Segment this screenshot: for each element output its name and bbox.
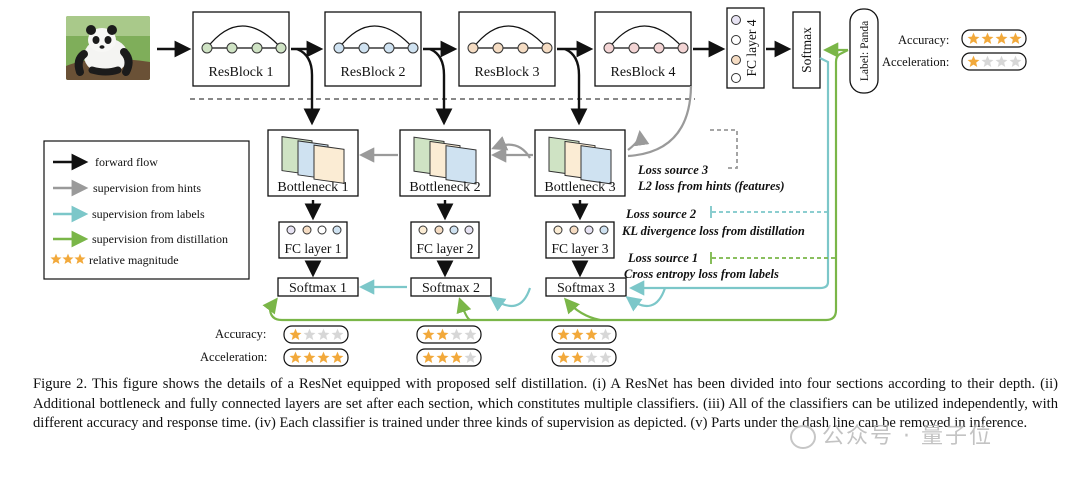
fc-layer-4-label: FC layer 4	[744, 19, 759, 76]
resblock-1: ResBlock 1	[192, 11, 290, 87]
classifier2-accuracy-rating	[416, 325, 482, 344]
distillation-to-s3	[563, 297, 601, 322]
loss3-dashed-bracket	[710, 129, 738, 169]
softmax-top-label: Softmax	[799, 27, 814, 73]
top-accuracy-label: Accuracy:	[898, 33, 949, 47]
rating-pill	[283, 325, 349, 344]
label-supervision-main	[628, 57, 830, 296]
resblock-2: ResBlock 2	[324, 11, 422, 87]
loss1-desc: Cross entropy loss from labels	[624, 267, 779, 281]
label-panda: Label: Panda	[849, 8, 879, 94]
loss3-desc: L2 loss from hints (features)	[637, 179, 785, 193]
panda-image	[66, 16, 150, 80]
loss2-desc: KL divergence loss from distillation	[621, 224, 805, 238]
top-accuracy-rating	[961, 29, 1027, 48]
rating-pill	[551, 348, 617, 367]
legend-hints-text: supervision from hints	[93, 181, 201, 195]
bottleneck-3-label: Bottleneck 3	[544, 180, 615, 195]
softmax-3-label: Softmax 3	[557, 281, 615, 296]
hint-arrow-rb4	[627, 85, 693, 158]
figure-caption: Figure 2. This figure shows the details …	[33, 376, 1058, 432]
rating-pill	[416, 325, 482, 344]
legend: forward flow supervision from hints supe…	[43, 140, 250, 280]
classifier3-accuracy-rating	[551, 325, 617, 344]
distillation-to-s2	[456, 297, 472, 321]
resblock-4-label: ResBlock 4	[611, 65, 676, 80]
bottleneck-1-label: Bottleneck 1	[277, 180, 348, 195]
top-acceleration-label: Acceleration:	[882, 55, 949, 69]
label-supervision-loop-s3	[625, 287, 667, 312]
loss1-title: Loss source 1	[627, 251, 698, 265]
rating-pill	[961, 52, 1027, 71]
rating-pill	[961, 29, 1027, 48]
arrow-down-to-bottleneck1	[296, 47, 321, 126]
legend-distillation-text: supervision from distillation	[92, 232, 228, 246]
rating-pill	[416, 348, 482, 367]
loss3-title: Loss source 3	[637, 163, 708, 177]
bottleneck-2: Bottleneck 2	[399, 129, 491, 197]
classifier3-acceleration-rating	[551, 348, 617, 367]
bottleneck-3: Bottleneck 3	[534, 129, 626, 197]
rating-pill	[551, 325, 617, 344]
fc-layer-2-label: FC layer 2	[417, 241, 474, 256]
fc-layer-1: FC layer 1	[278, 221, 348, 259]
fc-layer-2: FC layer 2	[410, 221, 480, 259]
bottleneck-2-label: Bottleneck 2	[409, 180, 480, 195]
classifier1-acceleration-rating	[283, 348, 349, 367]
top-acceleration-rating	[961, 52, 1027, 71]
bottom-acceleration-label: Acceleration:	[200, 350, 267, 364]
resblock-2-label: ResBlock 2	[341, 65, 406, 80]
rating-pill	[283, 348, 349, 367]
arrow-down-to-bottleneck3	[564, 47, 588, 126]
resblock-3: ResBlock 3	[458, 11, 556, 87]
softmax-3: Softmax 3	[545, 277, 627, 297]
bottom-accuracy-label: Accuracy:	[215, 327, 266, 341]
legend-labels-text: supervision from labels	[92, 207, 205, 221]
softmax-2-label: Softmax 2	[422, 281, 480, 296]
classifier1-accuracy-rating	[283, 325, 349, 344]
watermark-text: 公众号 · 量子位	[822, 424, 993, 449]
fc-layer-3: FC layer 3	[545, 221, 615, 259]
watermark: 公众号 · 量子位	[790, 418, 993, 450]
arrow-down-to-bottleneck2	[429, 47, 453, 126]
legend-forward-text: forward flow	[95, 155, 158, 169]
softmax-1-label: Softmax 1	[289, 281, 347, 296]
hint-arrow-b2-loop	[491, 136, 531, 159]
softmax-2: Softmax 2	[410, 277, 492, 297]
resblock-3-label: ResBlock 3	[475, 65, 540, 80]
bottleneck-1: Bottleneck 1	[267, 129, 359, 197]
softmax-top: Softmax	[792, 11, 821, 89]
wechat-icon	[790, 425, 816, 449]
legend-magnitude-text: relative magnitude	[89, 253, 179, 267]
fc-layer-1-label: FC layer 1	[285, 241, 342, 256]
resblock-1-label: ResBlock 1	[209, 65, 274, 80]
classifier2-acceleration-rating	[416, 348, 482, 367]
hint-arrow-b3-loop	[627, 129, 650, 151]
fc-layer-4: FC layer 4	[726, 7, 765, 89]
softmax-1: Softmax 1	[277, 277, 359, 297]
label-supervision-loop-s2	[489, 287, 532, 312]
fc-layer-3-label: FC layer 3	[552, 241, 609, 256]
resblock-4: ResBlock 4	[594, 11, 692, 87]
loss2-title: Loss source 2	[625, 207, 696, 221]
label-panda-text: Label: Panda	[859, 21, 871, 81]
